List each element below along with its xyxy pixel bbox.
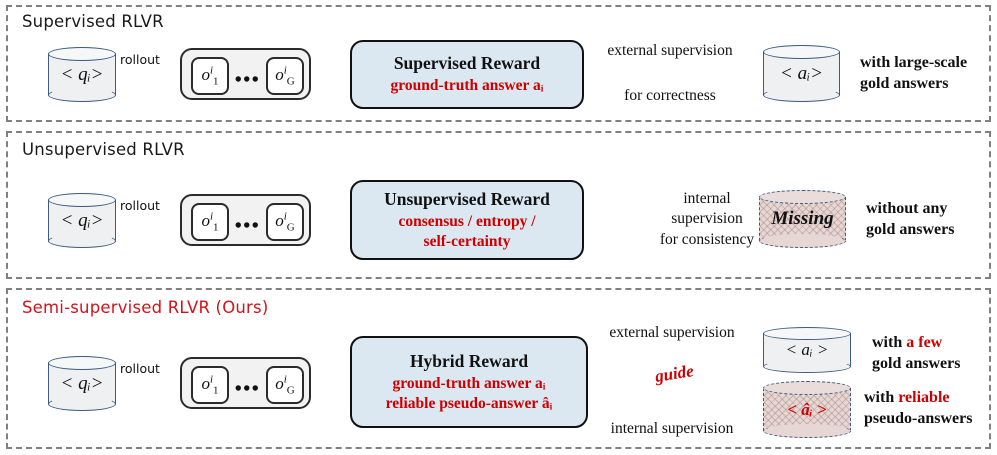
loop-label-line3: for consistency bbox=[659, 230, 755, 248]
gold-answer-db: < aᵢ > bbox=[763, 327, 851, 373]
internal-supervision-label-unsupervised: internal supervision for consistency bbox=[640, 189, 774, 250]
panel-title-supervised: Supervised RLVR bbox=[22, 12, 164, 31]
side-note-unsupervised: without any gold answers bbox=[866, 199, 954, 241]
side-note-pseudo-highlight: reliable bbox=[898, 389, 950, 406]
rollout-ellipsis: ••• bbox=[234, 69, 261, 91]
missing-db-label: Missing bbox=[771, 208, 834, 229]
rollout-label-semi: rollout bbox=[120, 361, 160, 376]
reward-sub-unsupervised-line1: consensus / entropy / bbox=[398, 213, 536, 231]
reward-title-supervised: Supervised Reward bbox=[393, 53, 541, 74]
rollout-group-supervised: oi1 ••• oiG bbox=[180, 48, 311, 100]
rollout-output-first-label: oi1 bbox=[201, 210, 219, 234]
side-note-supervised-line2: gold answers bbox=[860, 74, 949, 92]
reward-title-hybrid: Hybrid Reward bbox=[409, 351, 529, 372]
rollout-output-last-label: oiG bbox=[275, 64, 295, 88]
side-note-unsupervised-line2: gold answers bbox=[866, 220, 955, 238]
gold-answer-db-label: < aᵢ > bbox=[785, 340, 829, 359]
side-note-pseudo-line2: pseudo-answers bbox=[864, 409, 973, 427]
rollout-group-unsupervised: oi1 ••• oiG bbox=[180, 194, 311, 246]
side-note-unsupervised-line1: without any bbox=[866, 200, 948, 217]
side-note-supervised-line1: with large-scale bbox=[860, 54, 968, 71]
side-note-gold-line2: gold answers bbox=[872, 354, 961, 372]
rollout-output-first: oi1 bbox=[191, 366, 229, 404]
reward-box-supervised: Supervised Reward ground-truth answer aᵢ bbox=[350, 40, 584, 109]
side-note-gold-highlight: a few bbox=[906, 334, 943, 351]
side-note-gold: with a few gold answers bbox=[872, 333, 960, 375]
rollout-ellipsis: ••• bbox=[234, 378, 261, 400]
rollout-output-last: oiG bbox=[266, 57, 304, 95]
rollout-group-semi: oi1 ••• oiG bbox=[180, 357, 311, 409]
pseudo-answer-db: < âᵢ > bbox=[763, 381, 851, 438]
reward-title-unsupervised: Unsupervised Reward bbox=[384, 189, 550, 210]
rollout-output-first: oi1 bbox=[191, 57, 229, 95]
reward-sub-hybrid-line1: ground-truth answer aᵢ bbox=[392, 375, 546, 393]
pseudo-answer-db-label: < âᵢ > bbox=[787, 399, 827, 419]
reward-box-unsupervised: Unsupervised Reward consensus / entropy … bbox=[350, 180, 584, 260]
side-note-pseudo-line1: with reliable bbox=[864, 388, 972, 409]
reward-box-hybrid: Hybrid Reward ground-truth answer aᵢ rel… bbox=[350, 336, 588, 428]
internal-supervision-label-semi: internal supervision bbox=[610, 420, 734, 437]
query-db-label: < qᵢ> bbox=[60, 63, 104, 85]
external-supervision-label-supervised: external supervision bbox=[607, 42, 733, 59]
reward-sub-supervised: ground-truth answer aᵢ bbox=[390, 77, 544, 95]
query-db-supervised: < qᵢ> bbox=[48, 47, 116, 102]
reward-sub-hybrid-line2: reliable pseudo-answer âᵢ bbox=[385, 394, 553, 412]
rollout-output-last: oiG bbox=[266, 203, 304, 241]
rollout-output-first: oi1 bbox=[191, 203, 229, 241]
panel-title-unsupervised: Unsupervised RLVR bbox=[22, 140, 185, 159]
answer-db-supervised: < aᵢ> bbox=[763, 45, 840, 102]
side-note-pseudo: with reliable pseudo-answers bbox=[864, 388, 972, 430]
rollout-output-last-label: oiG bbox=[275, 373, 295, 397]
rollout-ellipsis: ••• bbox=[234, 215, 261, 237]
answer-db-label: < aᵢ> bbox=[780, 62, 823, 84]
query-db-label: < qᵢ> bbox=[60, 372, 104, 394]
rollout-output-first-label: oi1 bbox=[201, 64, 219, 88]
query-db-unsupervised: < qᵢ> bbox=[48, 193, 116, 248]
rollout-output-last-label: oiG bbox=[275, 210, 295, 234]
loop-label-line2: supervision bbox=[671, 210, 743, 228]
missing-db: Missing bbox=[759, 190, 846, 248]
external-supervision-label-semi: external supervision bbox=[609, 324, 735, 341]
side-note-gold-plain: with bbox=[872, 334, 907, 351]
rollout-output-first-label: oi1 bbox=[201, 373, 219, 397]
panel-title-semi-supervised: Semi-supervised RLVR (Ours) bbox=[22, 298, 269, 317]
rollout-output-last: oiG bbox=[266, 366, 304, 404]
query-db-semi: < qᵢ> bbox=[48, 356, 116, 411]
side-note-pseudo-plain: with bbox=[864, 389, 899, 406]
rollout-label-unsupervised: rollout bbox=[120, 198, 160, 213]
loop-label-line1: internal bbox=[683, 190, 731, 207]
side-note-supervised: with large-scale gold answers bbox=[860, 53, 967, 95]
reward-sub-unsupervised-line2: self-certainty bbox=[423, 232, 511, 250]
side-note-gold-line1: with a few bbox=[872, 333, 960, 354]
rollout-label-supervised: rollout bbox=[120, 52, 160, 67]
query-db-label: < qᵢ> bbox=[60, 209, 104, 231]
for-correctness-label-supervised: for correctness bbox=[624, 87, 716, 104]
